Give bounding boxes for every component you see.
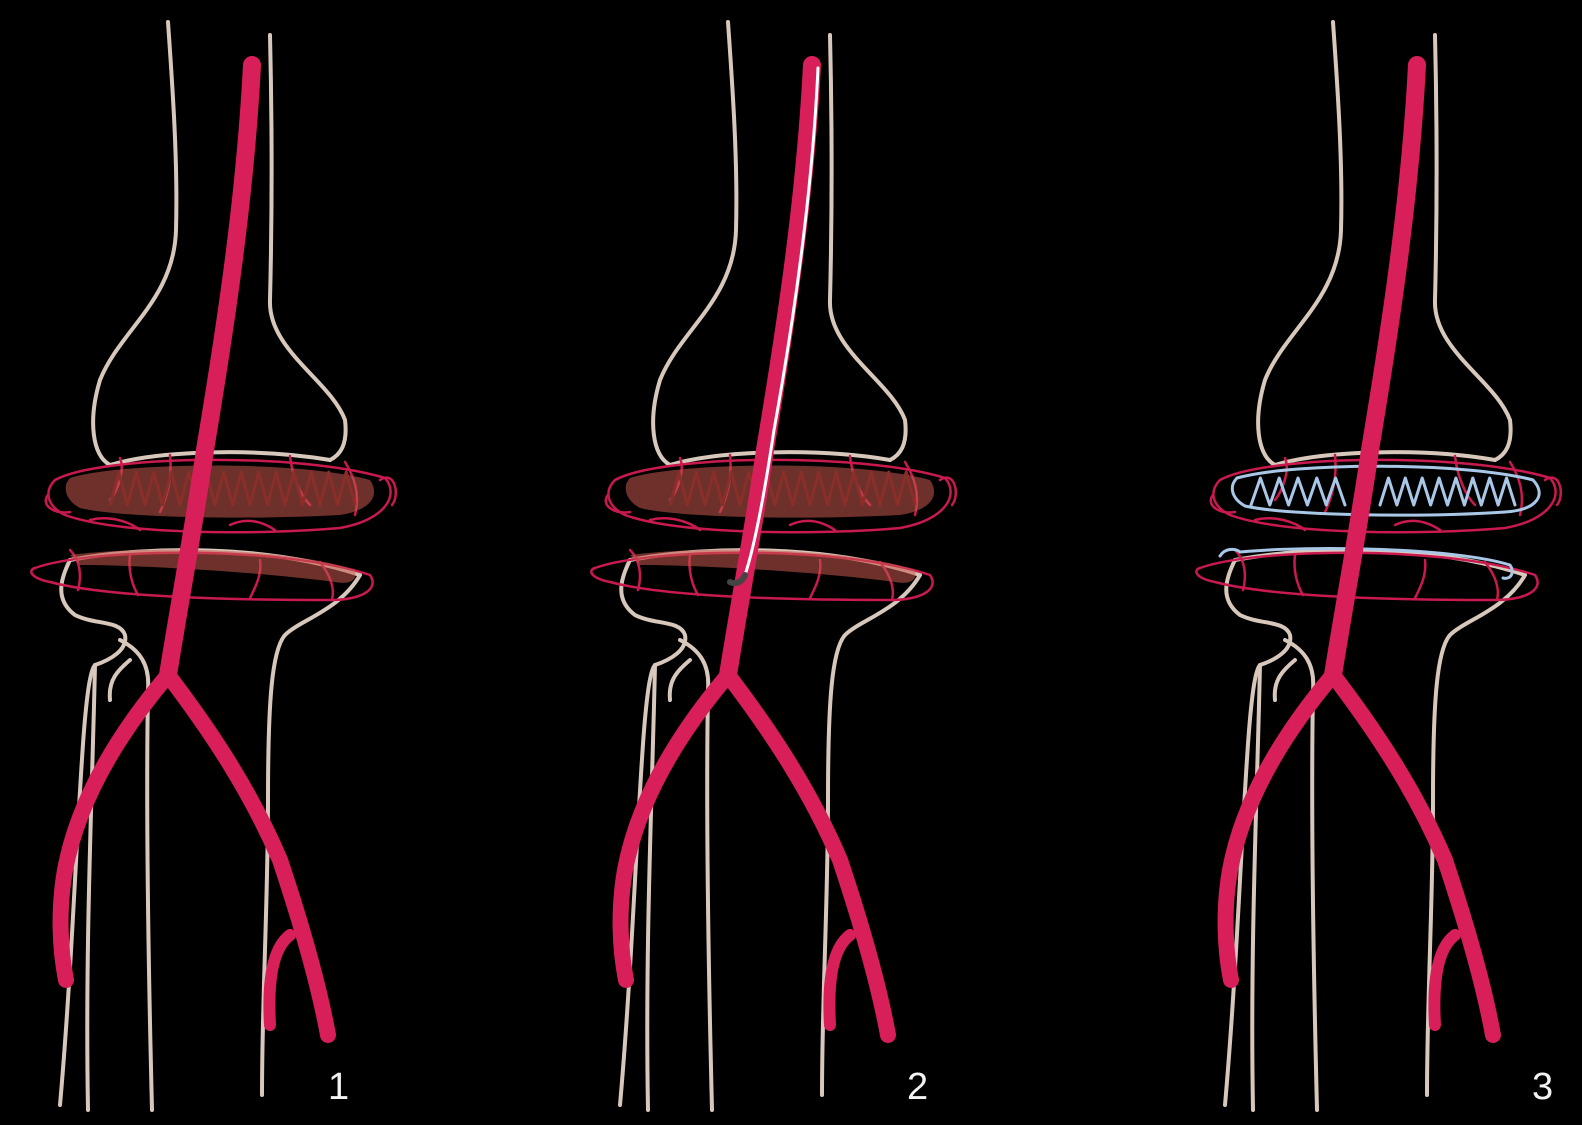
bone-outline — [1435, 35, 1511, 460]
artery — [1333, 65, 1417, 675]
panel-group — [1196, 22, 1560, 1110]
embolic-coil-left — [1251, 478, 1345, 505]
genicular-network-upper — [1395, 521, 1440, 530]
panel-3-number: 3 — [1532, 1068, 1553, 1106]
bone-outline — [1252, 665, 1260, 1110]
bone-outline — [1275, 660, 1295, 700]
genicular-network-lower — [1235, 550, 1245, 590]
genicular-network-lower — [1415, 560, 1425, 598]
bone-outline — [1258, 22, 1341, 465]
artery — [1434, 935, 1455, 1025]
genicular-network-upper — [1213, 460, 1555, 532]
embolic-coil-right — [1380, 478, 1515, 505]
artery — [1333, 675, 1493, 1035]
artery — [1226, 675, 1333, 980]
genicular-network-lower — [1294, 555, 1303, 595]
